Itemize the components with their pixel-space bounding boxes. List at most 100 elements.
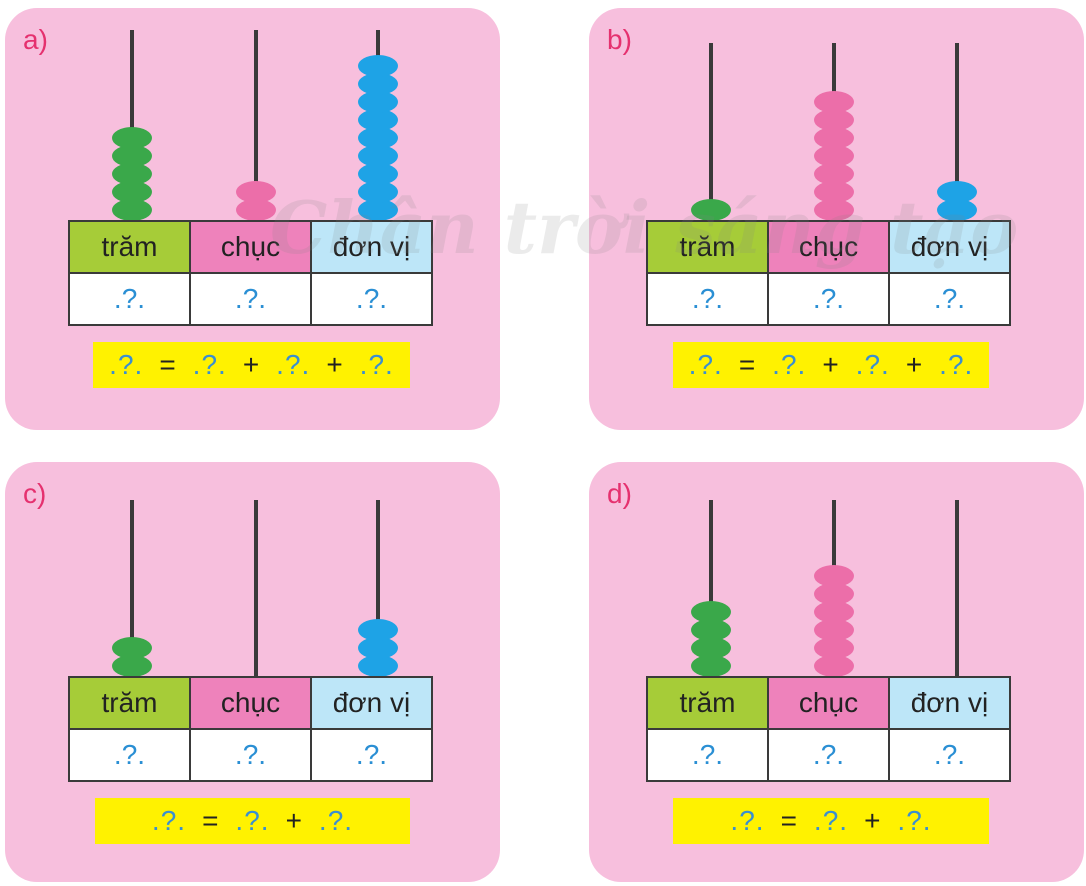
equals-sign: =	[780, 805, 798, 836]
bead-chuc	[814, 601, 854, 623]
panel-label: b)	[607, 24, 632, 55]
bead-chuc	[814, 127, 854, 149]
value-donvi[interactable]: .?.	[888, 272, 1011, 326]
header-chuc: chục	[189, 220, 312, 274]
header-tram: trăm	[68, 676, 191, 730]
equation-blank[interactable]: .?.	[359, 349, 394, 380]
abacus-rod-donvi	[955, 500, 959, 677]
bead-donvi	[358, 91, 398, 113]
bead-tram	[691, 601, 731, 623]
bead-donvi	[358, 127, 398, 149]
bead-donvi	[937, 199, 977, 221]
header-chuc: chục	[767, 676, 890, 730]
bead-chuc	[814, 163, 854, 185]
equation-blank[interactable]: .?.	[235, 805, 270, 836]
plus-sign: +	[285, 805, 303, 836]
bead-tram	[112, 199, 152, 221]
header-donvi: đơn vị	[888, 676, 1011, 730]
panel-d: d) trăm chục đơn vị .?. .?. .?. .?.=.?.+…	[589, 462, 1084, 882]
place-value-table: trăm chục đơn vị .?. .?. .?.	[68, 220, 433, 326]
equation-blank[interactable]: .?.	[939, 349, 974, 380]
value-donvi[interactable]: .?.	[310, 272, 433, 326]
bead-donvi	[358, 199, 398, 221]
abacus-rod-chuc	[254, 500, 258, 677]
equals-sign: =	[202, 805, 220, 836]
equation-blank[interactable]: .?.	[192, 349, 227, 380]
bead-donvi	[358, 181, 398, 203]
bead-chuc	[814, 655, 854, 677]
bead-chuc	[814, 199, 854, 221]
place-value-table: trăm chục đơn vị .?. .?. .?.	[646, 676, 1011, 782]
abacus-rod-tram	[130, 500, 134, 677]
abacus-rod-chuc	[254, 30, 258, 221]
bead-chuc	[814, 145, 854, 167]
bead-tram	[112, 145, 152, 167]
bead-tram	[112, 181, 152, 203]
value-chuc[interactable]: .?.	[189, 728, 312, 782]
panel-label: a)	[23, 24, 48, 55]
equation-box: .?.=.?.+.?.+.?.	[673, 342, 989, 388]
bead-donvi	[358, 73, 398, 95]
value-chuc[interactable]: .?.	[189, 272, 312, 326]
equation-box: .?. =.?. +.?. +.?.	[93, 342, 410, 388]
plus-sign: +	[326, 349, 344, 380]
equation-box: .?. =.?. +.?.	[673, 798, 989, 844]
equation-blank[interactable]: .?.	[897, 805, 932, 836]
equation-blank[interactable]: .?.	[855, 349, 890, 380]
equation-blank[interactable]: .?.	[276, 349, 311, 380]
panel-a: a) trăm chục đơn vị .?. .?. .?. .?. =.?. +…	[5, 8, 500, 430]
header-chuc: chục	[189, 676, 312, 730]
bead-tram	[691, 637, 731, 659]
bead-tram	[112, 163, 152, 185]
abacus-rod-tram	[130, 30, 134, 221]
header-tram: trăm	[646, 220, 769, 274]
header-tram: trăm	[68, 220, 191, 274]
value-donvi[interactable]: .?.	[888, 728, 1011, 782]
bead-tram	[691, 655, 731, 677]
place-value-table: trăm chục đơn vị .?. .?. .?.	[68, 676, 433, 782]
bead-chuc	[814, 637, 854, 659]
equation-blank[interactable]: .?.	[730, 805, 765, 836]
equals-sign: =	[159, 349, 177, 380]
bead-chuc	[814, 583, 854, 605]
value-tram[interactable]: .?.	[646, 272, 769, 326]
bead-donvi	[358, 619, 398, 641]
bead-chuc	[236, 181, 276, 203]
abacus-rod-donvi	[955, 43, 959, 221]
place-value-table: trăm chục đơn vị .?. .?. .?.	[646, 220, 1011, 326]
bead-chuc	[814, 619, 854, 641]
panel-b: b) trăm chục đơn vị .?. .?. .?. .?.=.?.+…	[589, 8, 1084, 430]
equation-box: .?. =.?. +.?.	[95, 798, 410, 844]
value-donvi[interactable]: .?.	[310, 728, 433, 782]
bead-tram	[691, 619, 731, 641]
abacus-rod-tram	[709, 43, 713, 221]
bead-tram	[112, 655, 152, 677]
equation-blank[interactable]: .?.	[813, 805, 849, 836]
bead-donvi	[358, 145, 398, 167]
bead-chuc	[236, 199, 276, 221]
header-chuc: chục	[767, 220, 890, 274]
bead-tram	[691, 199, 731, 221]
plus-sign: +	[242, 349, 261, 380]
header-donvi: đơn vị	[310, 220, 433, 274]
plus-sign: +	[864, 805, 882, 836]
abacus-rod-tram	[709, 500, 713, 677]
equation-blank[interactable]: .?.	[688, 349, 723, 380]
panel-label: c)	[23, 478, 47, 509]
plus-sign: +	[905, 349, 924, 380]
equation-blank[interactable]: .?.	[318, 805, 354, 836]
value-chuc[interactable]: .?.	[767, 272, 890, 326]
value-tram[interactable]: .?.	[68, 272, 191, 326]
bead-chuc	[814, 565, 854, 587]
bead-chuc	[814, 109, 854, 131]
bead-donvi	[358, 163, 398, 185]
bead-donvi	[358, 655, 398, 677]
bead-chuc	[814, 91, 854, 113]
value-tram[interactable]: .?.	[68, 728, 191, 782]
value-tram[interactable]: .?.	[646, 728, 769, 782]
header-donvi: đơn vị	[310, 676, 433, 730]
value-chuc[interactable]: .?.	[767, 728, 890, 782]
equation-blank[interactable]: .?.	[772, 349, 807, 380]
equation-blank[interactable]: .?.	[109, 349, 144, 380]
equation-blank[interactable]: .?.	[151, 805, 187, 836]
